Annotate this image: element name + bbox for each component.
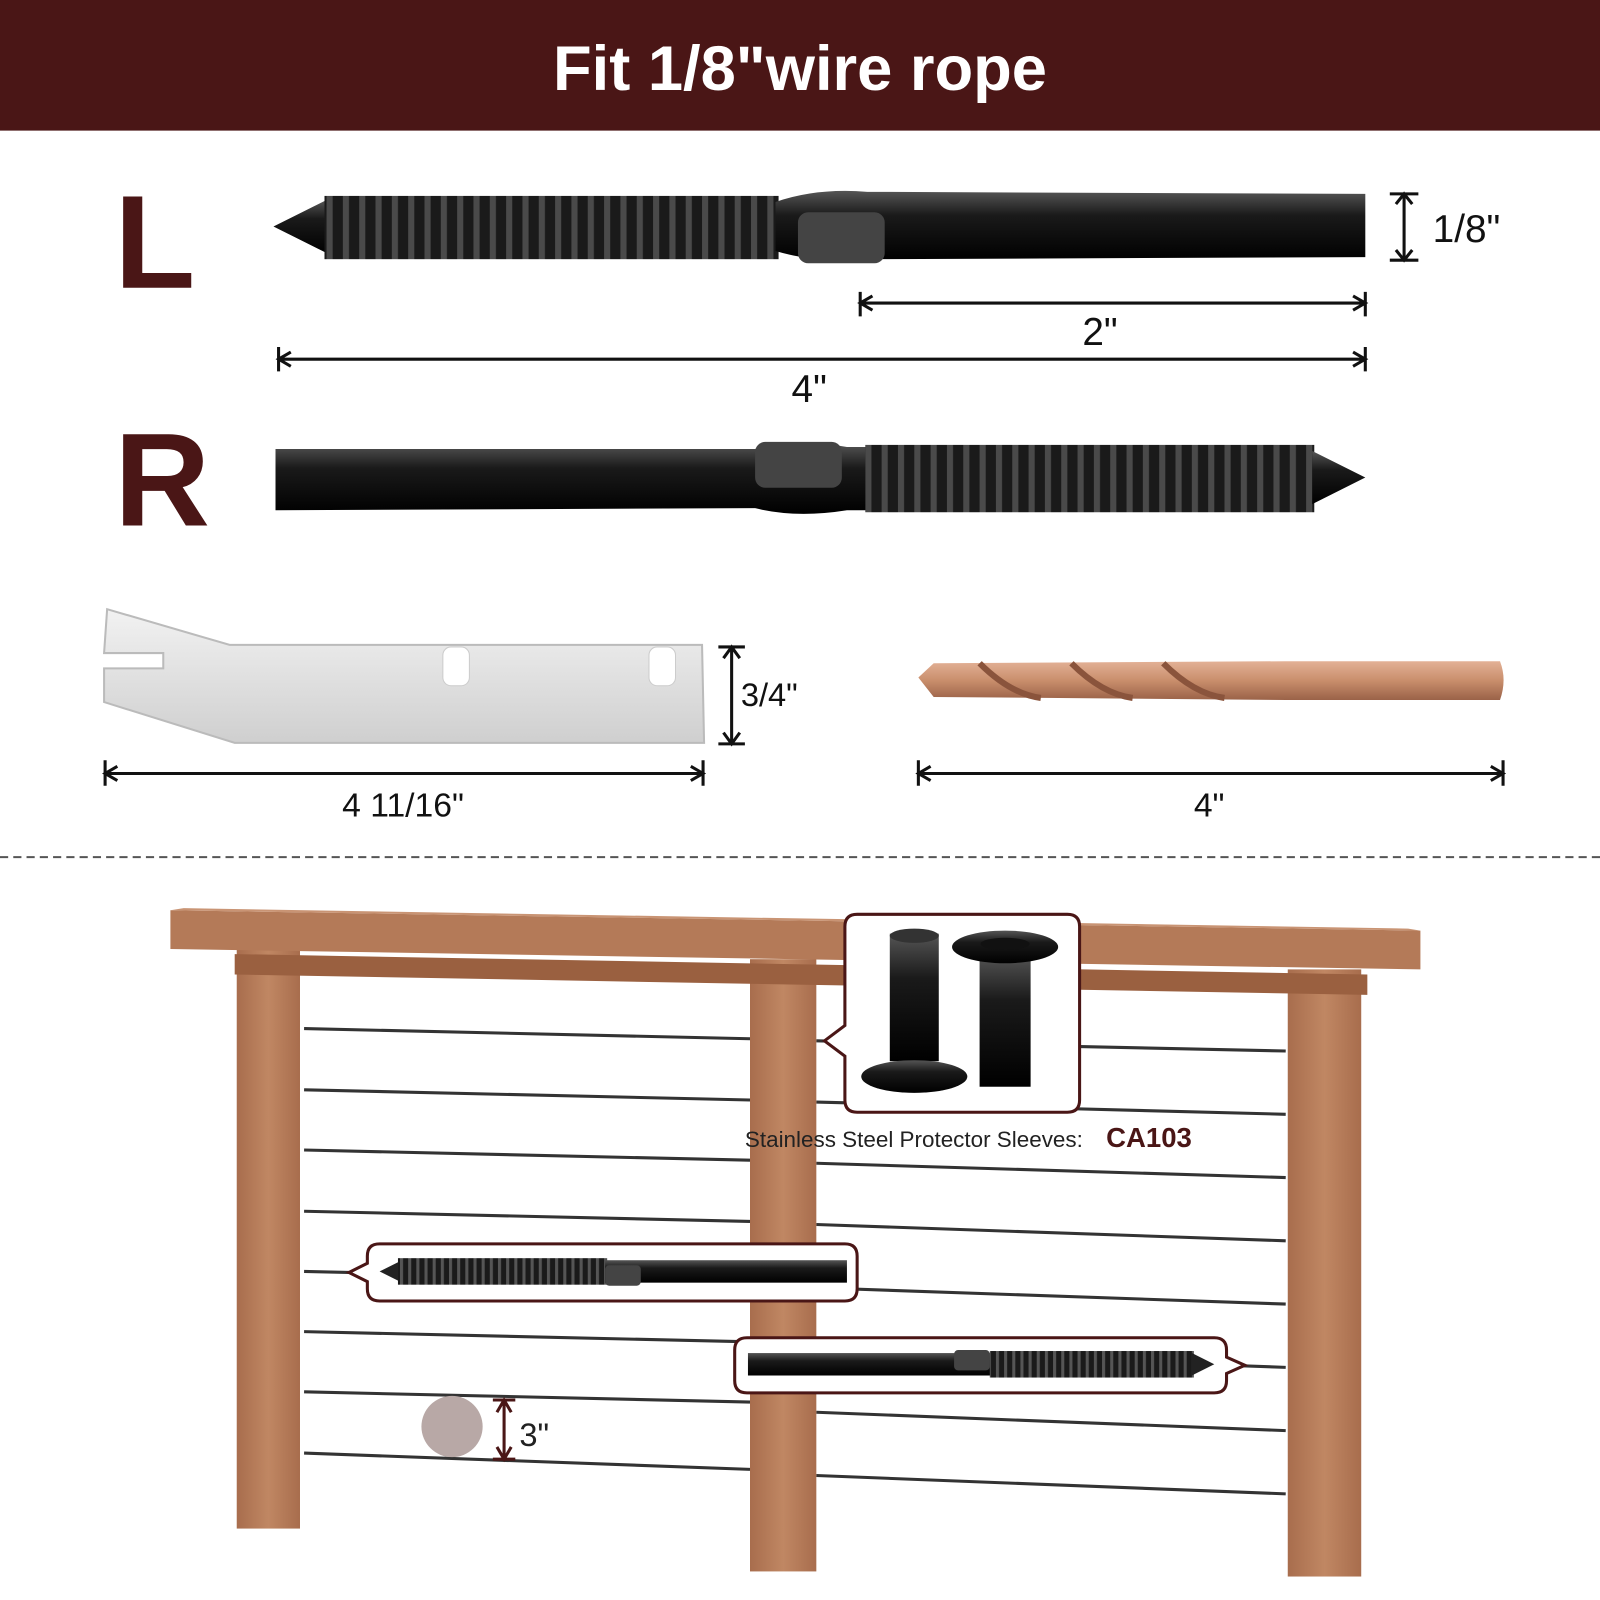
installation-tool: [102, 607, 706, 744]
sleeves-caption: Stainless Steel Protector Sleeves:: [745, 1127, 1083, 1152]
diameter-dimension: 1/8": [1389, 191, 1501, 263]
sleeve-icon: [889, 933, 939, 1062]
tool-height-label: 3/4": [741, 676, 798, 713]
diameter-label: 1/8": [1433, 208, 1501, 251]
right-screw-callout: [733, 1336, 1249, 1395]
drill-length-dimension: 4": [915, 760, 1507, 824]
drill-length-label: 4": [1194, 787, 1225, 824]
sleeve-icon: [979, 954, 1031, 1087]
left-screw-callout: [345, 1242, 859, 1303]
post-right: [1287, 969, 1362, 1577]
total-length-label: 4": [792, 368, 827, 411]
sleeves-code: CA103: [1106, 1122, 1192, 1153]
header-bar: [0, 0, 1600, 131]
right-hand-screw: [275, 441, 1366, 514]
tool-height-dimension: 3/4": [718, 644, 798, 747]
post-left: [236, 948, 300, 1529]
threaded-length-dimension: 2": [857, 291, 1369, 354]
label-right: R: [114, 407, 210, 555]
spacing-label: 3": [519, 1416, 549, 1453]
threaded-length-label: 2": [1082, 311, 1117, 354]
spacing-dimension: 3": [492, 1396, 549, 1463]
header-title: Fit 1/8"wire rope: [553, 34, 1047, 104]
top-rail: [170, 910, 1421, 970]
cable-cross-section: [421, 1395, 483, 1458]
tool-length-dimension: 4 11/16": [102, 760, 707, 824]
drill-bit: [918, 661, 1504, 701]
sleeves-callout: Stainless Steel Protector Sleeves: CA103: [745, 912, 1192, 1153]
label-left: L: [114, 169, 195, 317]
tool-length-label: 4 11/16": [342, 787, 464, 824]
left-hand-screw: [273, 190, 1366, 264]
total-length-dimension: 4": [275, 346, 1369, 411]
